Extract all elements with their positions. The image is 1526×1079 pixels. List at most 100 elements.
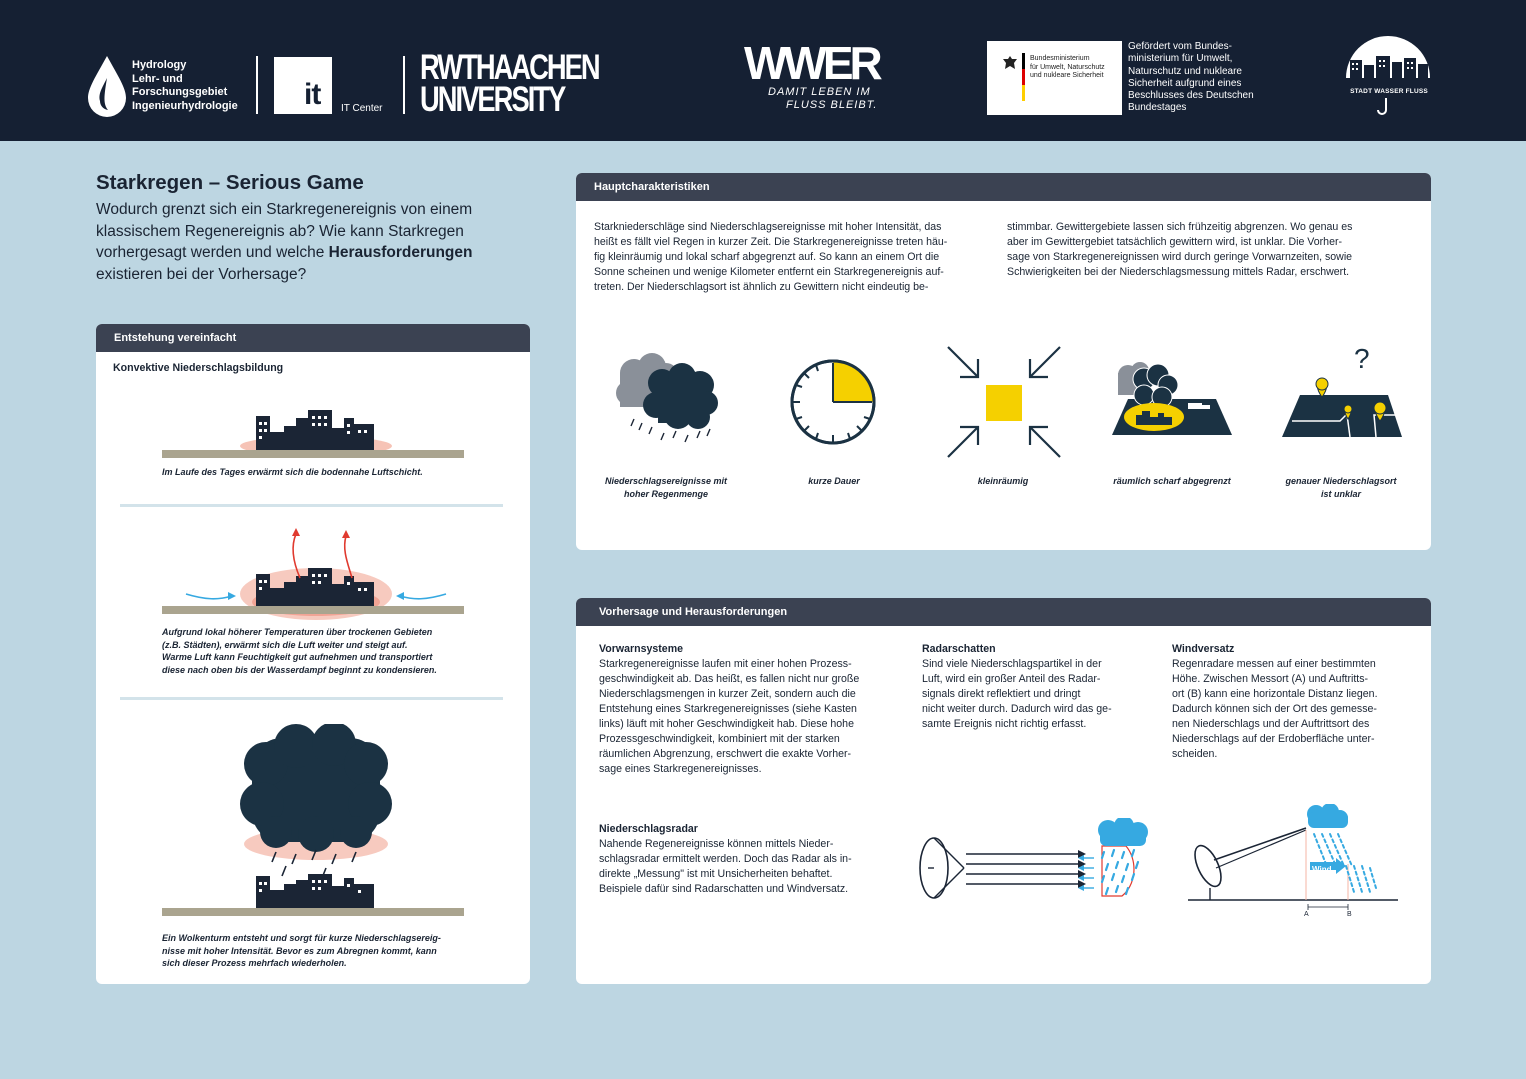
rwth-line: RWTHAACHEN [420,48,601,87]
caption-line: sich dieser Prozess mehrfach wiederholen… [162,958,347,968]
text-line: Starkniederschläge sind Niederschlagsere… [594,221,942,233]
vorwarnsysteme-section: Vorwarnsysteme Starkregenereignisse lauf… [599,642,859,777]
icon-caption: Niederschlagsereignisse mit hoher Regenm… [591,475,741,500]
it-logo: it [274,57,332,114]
text-line: treten. Der Niederschlagsort ist ähnlich… [594,281,929,293]
caption-line: (z.B. Städten), erwärmt sich die Luft we… [162,639,408,650]
divider [256,56,258,114]
clock-icon [790,359,876,445]
text-line: Höhe. Zwischen Messort (A) und Auftritts… [1172,673,1369,685]
caption-line: Ein Wolkenturm entsteht und sorgt für ku… [162,933,441,943]
text-line: fig kleinräumig und lokal scharf abgegre… [594,251,940,263]
separator [120,504,503,507]
rwth-logo: RWTHAACHEN UNIVERSITY [420,48,601,117]
wwer-tagline-line: DAMIT LEBEN IM [768,86,871,98]
entstehung-subtitle: Konvektive Niederschlagsbildung [113,362,284,374]
entstehung-caption: Aufgrund lokal höherer Temperaturen über… [162,626,437,676]
text-line: scheiden. [1172,748,1218,760]
caption-line: genauer Niederschlagsort [1285,476,1397,486]
funding-line: Sicherheit aufgrund eines [1128,77,1242,89]
text-line: links) läuft mit hoher Geschwindigkeit h… [599,718,854,730]
section-title: Niederschlagsradar [599,823,698,835]
swf-label: STADT WASSER FLUSS [1350,88,1428,95]
text-line: Niederschlags auf der Erdoberfläche unte… [1172,733,1375,745]
text-line: Luft, wird ein großer Anteil des Radar- [922,673,1101,685]
intro-question-bold: Herausforderungen [328,244,473,261]
text-line: Dadurch können sich der Ort des gemesse- [1172,703,1377,715]
intro-question-text: existieren bei der Vorhersage? [96,265,307,283]
section-title: Windversatz [1172,643,1235,655]
bmu-text: Bundesministerium für Umwelt, Naturschut… [1030,55,1105,81]
hydrology-label: Hydrology Lehr- und Forschungsgebiet Ing… [132,59,238,113]
cloud-tower-rain-illustration [162,724,464,916]
text-line: Regenradare messen auf einer bestimmten [1172,658,1376,670]
text-line: stimmbar. Gewittergebiete lassen sich fr… [1007,221,1353,233]
section-title: Vorwarnsysteme [599,643,684,655]
radar-shadow-illustration [919,818,1148,899]
text-line: Nahende Regenereignisse können mittels N… [599,838,834,850]
funding-line: Beschlusses des Deutschen [1128,90,1254,102]
sharp-boundary-icon [1112,362,1232,435]
hauptcharakteristiken-panel: Hauptcharakteristiken Starkniederschläge… [576,173,1431,550]
intro-question-text: Wodurch grenzt sich ein Starkregenereign… [96,201,473,261]
text-line: sage von Starkregenereignissen wird durc… [1007,251,1353,263]
hydrology-line: Lehr- und [132,72,183,85]
label-b: B [1347,911,1352,918]
wwer-tagline: DAMIT LEBEN IM FLUSS BLEIBT. [768,86,877,112]
caption-line: Warme Luft kann Feuchtigkeit gut aufnehm… [162,652,433,662]
niederschlagsradar-section: Niederschlagsradar Nahende Regenereignis… [599,822,852,897]
caption-line: nisse mit hoher Intensität. Bevor es zum… [162,945,437,956]
funding-line: Bundestages [1128,102,1187,114]
text-line: heißt es fällt viel Regen in kurzer Zeit… [594,236,948,248]
text-line: sage eines Starkregenereignisses. [599,763,762,775]
haupt-header: Hauptcharakteristiken [576,173,1431,201]
hydrology-line: Forschungsgebiet [132,86,228,98]
text-line: nen Niederschlags und der Auftrittsort d… [1172,718,1370,730]
question-mark-icon: ? [1354,343,1370,374]
it-logo-text: it [304,78,321,111]
caption-line: ist unklar [1320,488,1361,499]
section-title: Radarschatten [922,643,996,655]
text-line: räumlichen Abgrenzung, erschwert die exa… [599,748,852,760]
entstehung-caption: Im Laufe des Tages erwärmt sich die bode… [162,467,423,477]
small-area-icon [947,346,1061,458]
bmu-line: Bundesministerium [1030,55,1090,62]
funding-line: Gefördert vom Bundes- [1128,41,1232,52]
rising-warm-air-illustration [162,528,464,620]
funding-line: Naturschutz und nukleare [1128,65,1242,77]
hydrology-line: Hydrology [132,59,187,71]
text-line: Niederschlagsmengen in kurzer Zeit, sond… [599,688,856,700]
icon-caption: genauer Niederschlagsort ist unklar [1266,475,1416,500]
it-center-label: IT Center [341,103,383,114]
radarschatten-section: Radarschatten Sind viele Niederschlagspa… [922,642,1112,732]
heavy-rain-cloud-icon [616,353,718,443]
windversatz-section: Windversatz Regenradare messen auf einer… [1172,642,1378,762]
text-line: Entstehung eines Starkregenereignisses (… [599,703,857,715]
caption-line: diese nach oben bis der Wasserdampf begi… [162,664,437,675]
text-line: ort (B) kann eine horizontale Distanz li… [1172,688,1378,700]
icon-caption: räumlich scharf abgegrenzt [1113,476,1231,486]
eagle-icon [1003,56,1017,69]
water-drop-icon [88,56,126,117]
text-line: samte Ereignis nicht richtig erfasst. [922,718,1087,730]
entstehung-header: Entstehung vereinfacht [96,324,530,352]
text-line: Starkregenereignisse laufen mit einer ho… [599,658,852,670]
caption-line: Niederschlagsereignisse mit [604,476,728,486]
unclear-location-icon [1282,377,1402,438]
page-title: Starkregen – Serious Game [96,171,364,194]
caption-line: Aufgrund lokal höherer Temperaturen über… [162,627,433,637]
wwer-tagline-line: FLUSS BLEIBT. [786,99,878,111]
haupt-text-col1: Starkniederschläge sind Niederschlagsere… [594,220,947,295]
intro-question: Wodurch grenzt sich ein Starkregenereign… [96,199,536,285]
text-line: direkte „Messung" ist mit Unsicherheiten… [599,868,833,880]
text-line: Prozessgeschwindigkeit, kombiniert mit d… [599,733,840,745]
funding-line: ministerium für Umwelt, [1128,53,1233,65]
entstehung-caption: Ein Wolkenturm entsteht und sorgt für ku… [162,932,441,970]
separator [120,697,503,700]
text-line: nicht weiter durch. Dadurch wird das ge- [922,703,1112,715]
stadt-wasser-fluss-logo [1346,36,1430,115]
wind-label: Wind [1312,865,1332,874]
text-line: Schwierigkeiten bei der Niederschlagsmes… [1007,266,1350,278]
divider [403,56,405,114]
header-bar: Hydrology Lehr- und Forschungsgebiet Ing… [0,0,1526,141]
